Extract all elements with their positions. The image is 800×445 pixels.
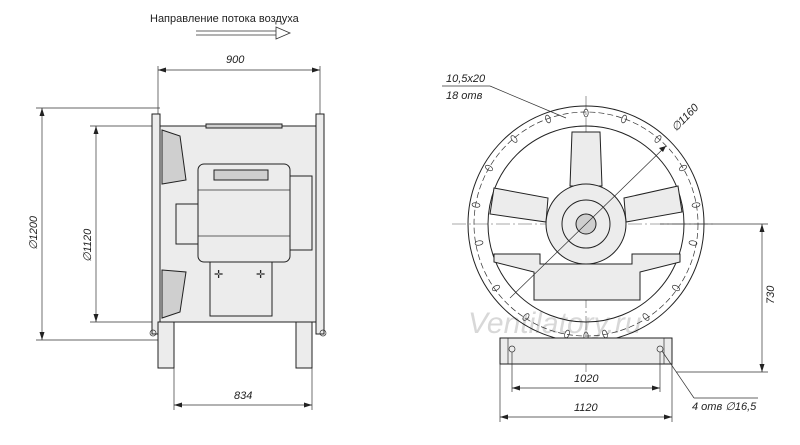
flange-slot [545, 114, 551, 124]
fan-blade-left [489, 187, 549, 223]
foot-bolt [319, 329, 327, 337]
motor-terminal-box [213, 169, 269, 181]
flange-slot [471, 202, 481, 208]
motor-end-cap [289, 175, 313, 251]
flange-slot [672, 284, 680, 292]
flange-slot [522, 313, 530, 321]
flange-slot [510, 135, 518, 143]
flange-slot [642, 313, 650, 321]
motor-mount [209, 261, 273, 317]
flange-slot [691, 202, 701, 208]
dimension-diameter-1120: ∅1120 [82, 228, 94, 262]
dimension-834: 834 [234, 390, 252, 402]
flange-slot [492, 284, 500, 292]
inlet-flange [151, 113, 161, 335]
flange-slot [474, 240, 484, 246]
impeller-blade-lower [161, 269, 187, 319]
outlet-flange [315, 113, 325, 335]
impeller-hub [175, 203, 201, 245]
base-frame [499, 337, 673, 365]
mount-bolt-mark: ✛ [256, 269, 265, 281]
foot-bolt [149, 329, 157, 337]
flow-direction-caption: Направление потока воздуха [150, 13, 300, 25]
fan-blade-top [569, 131, 603, 187]
support-foot-left [157, 321, 175, 369]
dimension-diameter-1200: ∅1200 [28, 215, 40, 250]
flange-slot [583, 108, 589, 118]
flange-slot [621, 114, 627, 124]
dimension-1120: 1120 [574, 402, 599, 414]
dimension-diameter-1160: ∅1160 [670, 101, 702, 134]
impeller-blade-upper [161, 129, 187, 185]
slot-size-label: 10,5x20 [446, 73, 486, 85]
watermark-text: Ventilatory.ru [468, 307, 642, 340]
slot-count-label: 18 отв [446, 90, 483, 102]
flange-slot [654, 135, 662, 143]
dimension-730: 730 [765, 285, 777, 304]
housing-top-strip [205, 123, 283, 129]
flange-slot [679, 164, 687, 172]
flow-direction-arrow [196, 26, 292, 40]
fan-blade-right [623, 185, 683, 223]
flange-slot [688, 240, 698, 246]
motor-support-frame [493, 253, 681, 301]
front-view: ∅1160 10,5x20 18 отв 730 1020 1120 4 отв… [442, 73, 777, 422]
support-foot-right [295, 321, 313, 369]
side-view: 900 ∅1200 ∅1120 ✛ ✛ [28, 54, 327, 410]
dimension-1020: 1020 [574, 373, 599, 385]
flange-slot [485, 164, 493, 172]
flange-slots [471, 108, 701, 341]
foot-holes-label: 4 отв ∅16,5 [692, 401, 757, 413]
dimension-900: 900 [226, 54, 245, 66]
mount-bolt-mark: ✛ [214, 269, 223, 281]
